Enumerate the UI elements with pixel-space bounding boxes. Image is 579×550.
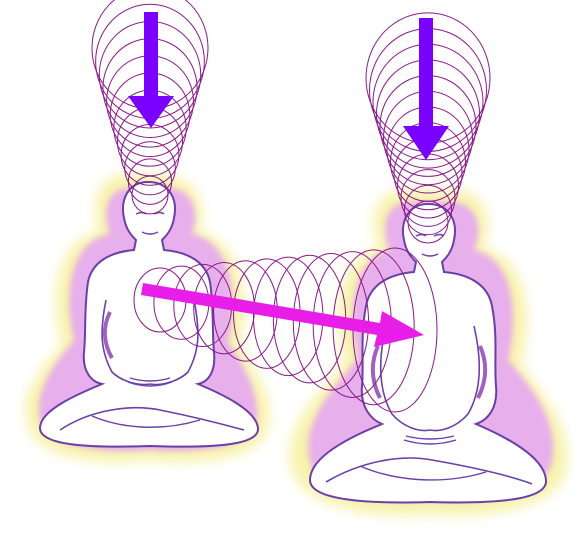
- meditator-right: [290, 190, 567, 515]
- meditator-left: [25, 175, 269, 462]
- down-arrow-icon: [403, 18, 449, 160]
